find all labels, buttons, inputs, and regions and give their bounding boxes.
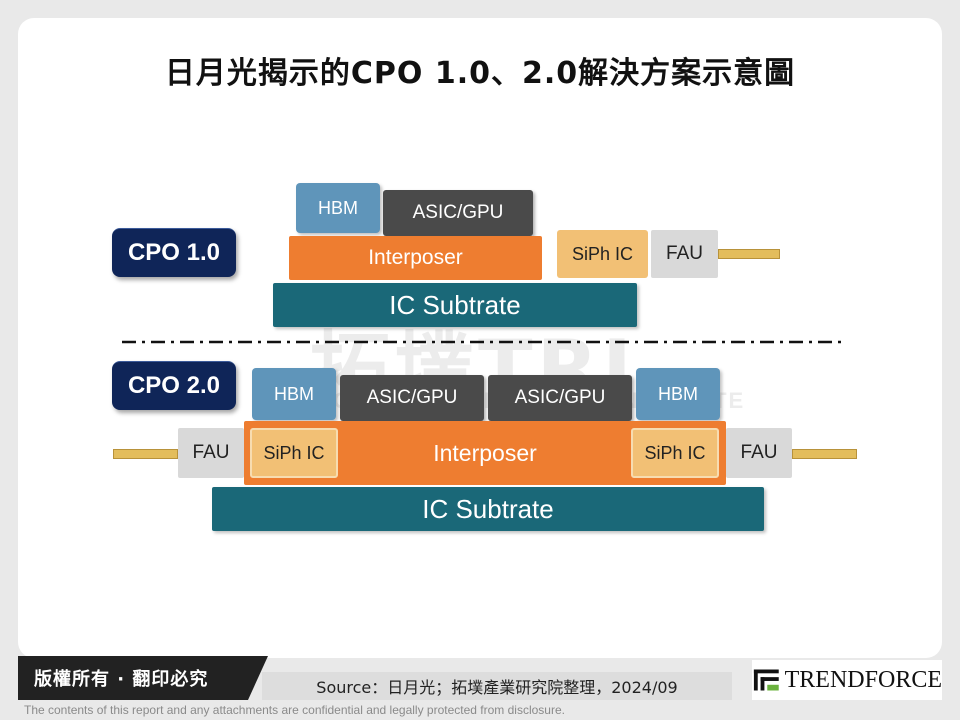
cpo1-fiber (718, 249, 780, 259)
cpo1-fau: FAU (651, 230, 718, 278)
cpo2-fau-right: FAU (726, 428, 792, 478)
content-card (18, 18, 942, 658)
cpo2-ic-substrate: IC Subtrate (212, 487, 764, 531)
page-title: 日月光揭示的CPO 1.0、2.0解決方案示意圖 (164, 56, 796, 91)
cpo2-fiber-right (792, 449, 857, 459)
section-divider (122, 340, 846, 344)
cpo1-ic-substrate: IC Subtrate (273, 283, 637, 327)
cpo1-interposer: Interposer (289, 236, 542, 280)
cpo1-hbm: HBM (296, 183, 380, 233)
cpo2-asic-gpu-left: ASIC/GPU (340, 375, 484, 421)
cpo2-hbm-left: HBM (252, 368, 336, 420)
cpo2-hbm-right: HBM (636, 368, 720, 420)
copyright-banner: 版權所有 · 翻印必究 (18, 656, 268, 700)
source-note: Source：日月光；拓墣產業研究院整理，2024/09 (262, 672, 732, 700)
disclaimer-text: The contents of this report and any atta… (24, 703, 565, 717)
cpo1-label: CPO 1.0 (112, 228, 236, 277)
cpo2-fiber-left (113, 449, 178, 459)
cpo1-asic-gpu: ASIC/GPU (383, 190, 533, 236)
cpo2-interposer-label: Interposer (433, 439, 537, 466)
cpo2-label: CPO 2.0 (112, 361, 236, 410)
cpo2-siph-ic-left: SiPh IC (250, 428, 338, 478)
trendforce-logo-text: TRENDFORCE (784, 666, 942, 693)
cpo2-siph-ic-right: SiPh IC (631, 428, 719, 478)
cpo2-asic-gpu-right: ASIC/GPU (488, 375, 632, 421)
trendforce-logo: TRENDFORCE (752, 660, 942, 700)
trendforce-logo-icon (753, 669, 779, 691)
cpo1-siph-ic: SiPh IC (557, 230, 648, 278)
cpo2-fau-left: FAU (178, 428, 244, 478)
